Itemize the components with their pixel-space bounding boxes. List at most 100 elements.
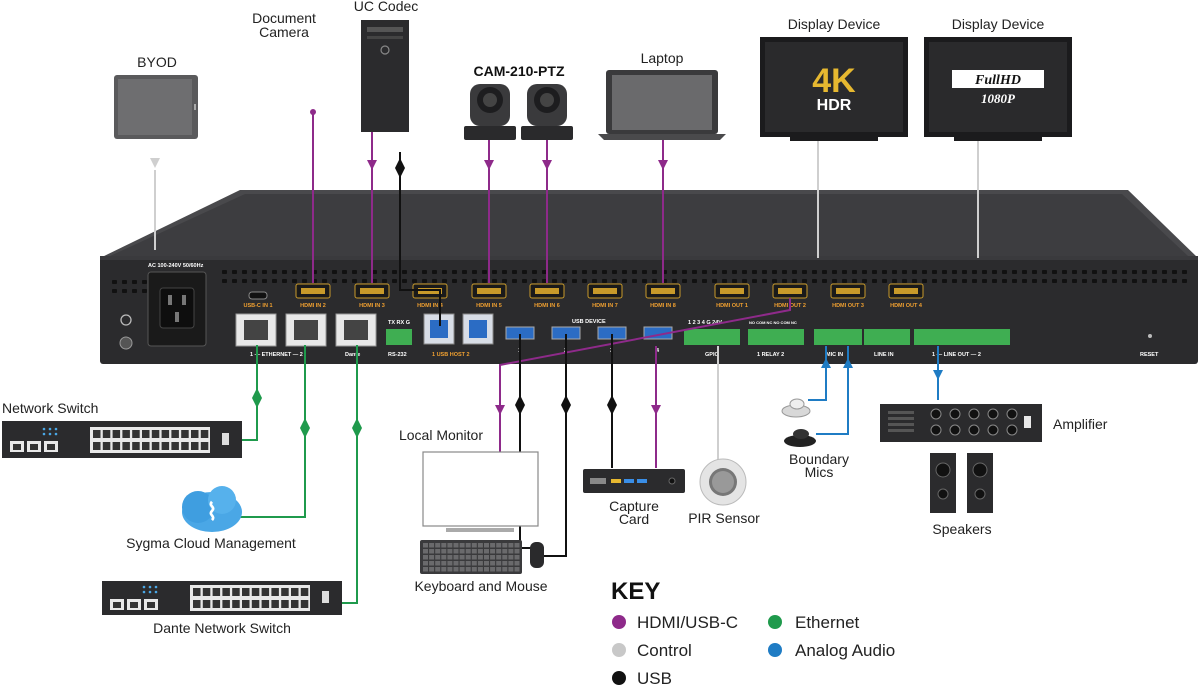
top-port-12: HDMI OUT 4	[888, 283, 924, 309]
top-port-label-5: HDMI IN 5	[476, 303, 502, 309]
legend-label-ethernet: Ethernet	[795, 613, 860, 632]
display1-badge-small: HDR	[817, 97, 852, 114]
top-port-1: USB-C IN 1	[243, 291, 273, 309]
speakers-label: Speakers	[932, 521, 991, 537]
capture-card-label-2: Card	[619, 511, 649, 527]
amplifier: Amplifier	[880, 404, 1108, 442]
legend-item-usb: USB	[612, 669, 672, 687]
ethernet-label: 1 — ETHERNET — 2	[250, 352, 303, 358]
reset-label: RESET	[1140, 352, 1159, 358]
legend-swatch-control	[612, 643, 626, 657]
top-port-7: HDMI IN 7	[587, 283, 623, 309]
power-label: AC 100-240V 50/60Hz	[148, 263, 204, 269]
top-port-label-1: USB-C IN 1	[243, 303, 272, 309]
legend: KEY HDMI/USB-C Ethernet Control Analog A…	[611, 578, 895, 687]
top-port-6: HDMI IN 6	[529, 283, 565, 309]
uc-codec-tower: UC Codec	[354, 0, 419, 132]
display2-badge-top: FullHD	[974, 73, 1021, 88]
usb-device-label: USB DEVICE	[572, 319, 606, 325]
legend-title: KEY	[611, 578, 660, 605]
document-camera: Document Camera	[252, 10, 316, 40]
rs232-pins: TX RX G	[388, 320, 410, 326]
vent-grille	[112, 270, 1187, 293]
top-port-label-8: HDMI IN 8	[650, 303, 676, 309]
laptop: Laptop	[598, 50, 726, 140]
legend-label-control: Control	[637, 641, 692, 660]
legend-item-hdmi: HDMI/USB-C	[612, 613, 738, 632]
legend-item-audio: Analog Audio	[768, 641, 895, 660]
gpio-label: GPIO	[705, 352, 719, 358]
line-in-label: LINE IN	[874, 352, 894, 358]
top-port-9: HDMI OUT 1	[714, 283, 750, 309]
uc-codec-label: UC Codec	[354, 0, 419, 14]
ground-icon	[120, 314, 132, 326]
speaker-right	[967, 453, 993, 513]
top-port-11: HDMI OUT 3	[830, 283, 866, 309]
display2-label: Display Device	[952, 16, 1045, 32]
ptz-camera-2	[521, 84, 573, 140]
legend-swatch-hdmi	[612, 615, 626, 629]
local-monitor: Local Monitor	[399, 427, 539, 532]
speaker-left	[930, 453, 956, 513]
sygma-cloud: ⌇ Sygma Cloud Management	[126, 486, 296, 551]
byod-label: BYOD	[137, 54, 177, 70]
dante-switch-label: Dante Network Switch	[153, 620, 291, 636]
sygma-logo-icon: ⌇	[206, 498, 218, 526]
ptz-camera-1	[464, 84, 516, 140]
top-port-5: HDMI IN 5	[471, 283, 507, 309]
top-port-3: HDMI IN 3	[354, 283, 390, 309]
relay-pins: NO COM NC NO COM NC	[749, 320, 797, 325]
display-device-1: Display Device 4K HDR	[760, 16, 908, 141]
boundary-mics-label-1: Boundary	[789, 451, 849, 467]
ground-screw-icon	[119, 336, 133, 350]
doc-camera-label-2: Camera	[259, 24, 309, 40]
rs232-label: RS-232	[388, 352, 407, 358]
top-port-label-2: HDMI IN 2	[300, 303, 326, 309]
laptop-label: Laptop	[641, 50, 684, 66]
pir-sensor: PIR Sensor	[688, 458, 760, 526]
top-port-2: HDMI IN 2	[295, 283, 331, 309]
usb-host-ports: 1 USB HOST 2	[423, 313, 494, 358]
legend-label-usb: USB	[637, 669, 672, 687]
power-button-icon	[380, 45, 390, 55]
top-port-label-11: HDMI OUT 3	[832, 303, 864, 309]
dante-network-switch: Dante Network Switch	[102, 581, 342, 636]
terminal-blocks: 1 2 3 4 G 24V GPIO NO COM NC NO COM NC 1…	[684, 320, 1159, 358]
top-port-label-9: HDMI OUT 1	[716, 303, 748, 309]
cable-markers	[150, 109, 943, 483]
cable-mic2	[816, 346, 849, 435]
pir-label: PIR Sensor	[688, 510, 760, 526]
sygma-label: Sygma Cloud Management	[126, 535, 296, 551]
speakers: Speakers	[930, 453, 993, 537]
keyboard-and-mouse: Keyboard and Mouse	[414, 540, 548, 594]
gpio-pins: 1 2 3 4 G 24V	[688, 320, 722, 326]
cable-codec-usb	[399, 152, 441, 326]
keyboard-label: Keyboard and Mouse	[414, 578, 547, 594]
usb-host-label: 1 USB HOST 2	[432, 352, 470, 358]
legend-label-hdmi: HDMI/USB-C	[637, 613, 738, 632]
display-device-2: Display Device FullHD 1080P	[924, 16, 1072, 141]
usb-device-num-4: 4	[656, 348, 660, 354]
top-port-label-12: HDMI OUT 4	[890, 303, 923, 309]
network-switch-label: Network Switch	[2, 400, 98, 416]
top-port-label-3: HDMI IN 3	[359, 303, 385, 309]
boundary-mics: Boundary Mics	[781, 398, 849, 480]
local-monitor-label: Local Monitor	[399, 427, 483, 443]
legend-item-ethernet: Ethernet	[768, 613, 860, 632]
byod-tablet: BYOD	[114, 54, 198, 139]
cameras-label: CAM-210-PTZ	[473, 63, 564, 79]
cable-sygma	[240, 345, 306, 518]
doc-camera-label-1: Document	[252, 10, 316, 26]
power-inlet: AC 100-240V 50/60Hz	[119, 263, 207, 350]
dante-label: Dante	[345, 352, 360, 358]
network-switch: Network Switch	[2, 400, 242, 458]
legend-swatch-ethernet	[768, 615, 782, 629]
capture-card-label-1: Capture	[609, 498, 659, 514]
rs232-port: TX RX G RS-232	[386, 320, 412, 358]
top-port-label-7: HDMI IN 7	[592, 303, 618, 309]
top-port-8: HDMI IN 8	[645, 283, 681, 309]
mic-in-label: MIC IN	[826, 352, 843, 358]
legend-label-audio: Analog Audio	[795, 641, 895, 660]
